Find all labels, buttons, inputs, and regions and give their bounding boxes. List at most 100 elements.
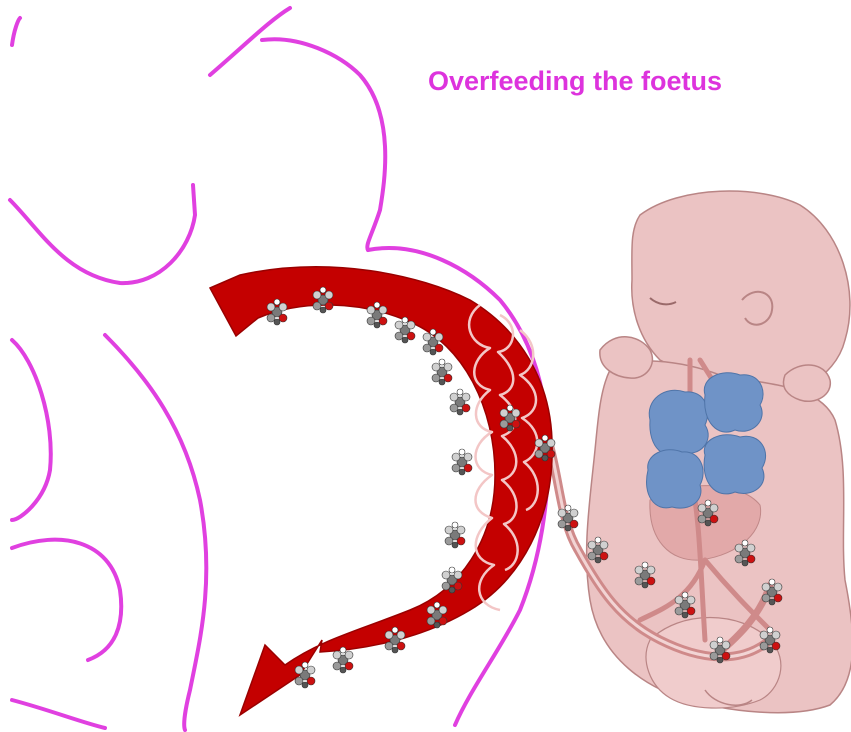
molecule-atom [340,647,346,653]
molecule-atom [742,540,748,546]
molecule-atom [588,552,596,560]
molecule-atom [635,577,643,585]
molecule-atom [457,389,463,395]
molecule-atom [345,651,353,659]
molecule-atom [439,606,447,614]
molecule-atom [325,291,333,299]
molecule-atom [722,652,730,660]
molecule-atom [735,544,743,552]
molecule-atom [642,582,648,588]
molecule-atom [427,617,435,625]
molecule-atom [333,662,341,670]
glucose-molecule-icon [423,329,443,355]
molecule-atom [565,505,571,511]
molecule-atom [423,333,431,341]
glucose-molecule-icon [395,317,415,343]
molecule-atom [307,666,315,674]
molecule-atom [279,303,287,311]
molecule-atom [454,582,462,590]
molecule-atom [439,359,445,365]
molecule-atom [687,607,695,615]
molecule-atom [735,555,743,563]
molecule-atom [452,464,460,472]
molecule-atom [407,321,415,329]
molecule-atom [710,504,718,512]
molecule-atom [760,631,768,639]
molecule-atom [313,291,321,299]
molecule-atom [374,322,380,328]
molecule-atom [500,420,508,428]
molecule-atom [452,453,460,461]
molecule-atom [307,677,315,685]
molecule-atom [710,652,718,660]
molecule-atom [449,587,455,593]
molecule-atom [717,637,723,643]
molecule-atom [464,453,472,461]
molecule-atom [710,515,718,523]
molecule-atom [392,647,398,653]
glucose-molecule-icon [333,647,353,673]
molecule-atom [547,450,555,458]
molecule-atom [434,602,440,608]
molecule-atom [345,662,353,670]
molecule-atom [430,329,436,335]
glucose-molecule-icon [432,359,452,385]
molecule-atom [762,583,770,591]
molecule-atom [442,582,450,590]
molecule-atom [267,303,275,311]
molecule-atom [600,541,608,549]
molecule-atom [760,642,768,650]
molecule-atom [434,622,440,628]
molecule-atom [320,287,326,293]
molecule-atom [595,537,601,543]
molecule-atom [279,314,287,322]
molecule-atom [687,596,695,604]
molecule-atom [435,344,443,352]
molecule-atom [500,409,508,417]
molecule-atom [767,627,773,633]
molecule-atom [267,314,275,322]
molecule-atom [402,317,408,323]
molecule-atom [445,537,453,545]
molecule-atom [367,306,375,314]
molecule-atom [402,337,408,343]
molecule-atom [432,374,440,382]
molecule-atom [320,307,326,313]
molecule-atom [717,657,723,663]
molecule-atom [722,641,730,649]
molecule-atom [432,363,440,371]
molecule-atom [705,520,711,526]
molecule-atom [542,435,548,441]
molecule-atom [439,379,445,385]
molecule-atom [675,596,683,604]
molecule-atom [395,321,403,329]
molecule-atom [565,525,571,531]
molecule-atom [682,612,688,618]
molecule-atom [423,344,431,352]
glucose-molecule-icon [452,449,472,475]
molecule-atom [452,542,458,548]
molecule-atom [397,642,405,650]
molecule-atom [600,552,608,560]
molecule-atom [379,306,387,314]
molecule-atom [635,566,643,574]
molecule-atom [459,469,465,475]
molecule-atom [395,332,403,340]
molecule-atom [535,439,543,447]
molecule-atom [444,363,452,371]
molecule-atom [570,520,578,528]
molecule-atom [747,555,755,563]
molecule-atom [762,594,770,602]
molecule-atom [462,404,470,412]
molecule-atom [698,515,706,523]
molecule-atom [374,302,380,308]
molecule-atom [642,562,648,568]
molecule-atom [558,520,566,528]
molecule-atom [274,299,280,305]
molecule-atom [512,420,520,428]
molecule-atom [459,449,465,455]
molecule-atom [705,500,711,506]
fetus-hand [600,337,653,378]
molecule-atom [647,566,655,574]
